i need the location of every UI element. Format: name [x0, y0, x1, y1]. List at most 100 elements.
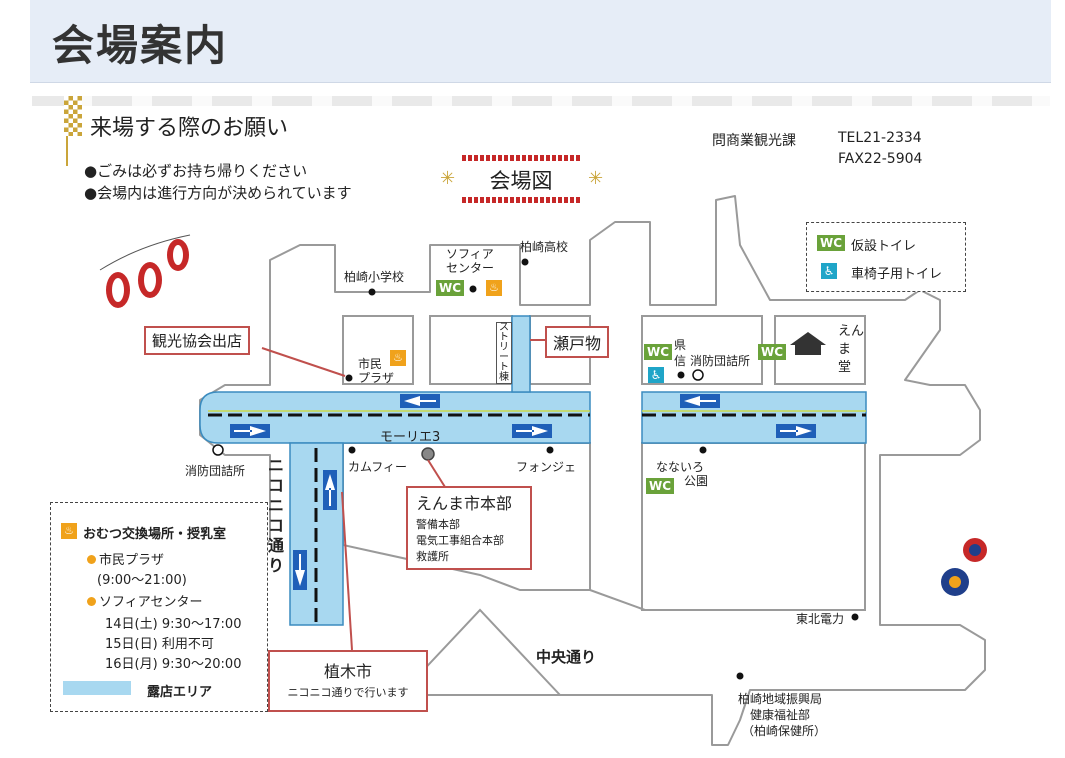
hq-marker [421, 447, 435, 461]
label-niconico-street: コ [268, 476, 285, 495]
callout-ueki: 植木市 ニコニコ通りで行います [268, 650, 428, 712]
label-sofia: ソフィア [446, 247, 494, 261]
marker-dot [851, 613, 859, 621]
label-enmado: 堂 [838, 360, 852, 375]
marker-dot [345, 374, 353, 382]
ueki-title: 植木市 [323, 662, 372, 681]
marker-dot [368, 288, 376, 296]
nursing-sofia: ソフィアセンター [87, 591, 202, 610]
label-fonje: フォンジェ [516, 460, 577, 474]
contact-fax: FAX22-5904 [838, 151, 923, 167]
road-diagonal-east [589, 589, 646, 611]
nursing-day: 16日(月) 9:30～20:00 [105, 657, 242, 672]
notice-item: ●会場内は進行方向が決められています [84, 184, 352, 202]
label-enmado: ま [838, 342, 852, 357]
contact-org: 問商業観光課 [712, 133, 796, 149]
wc-icon: WC [644, 344, 673, 360]
page-header: 会場案内 [30, 0, 1051, 83]
hq-line: 警備本部 [416, 518, 460, 531]
nursing-room-icon: ♨ [390, 350, 406, 366]
contact-tel: TEL21-2334 [838, 130, 922, 146]
sparkle-icon: ✳ [588, 168, 604, 189]
label-street-stage-text: ストリート [499, 322, 509, 373]
marker-dot [736, 672, 744, 680]
nursing-plaza: 市民プラザ [87, 549, 164, 568]
nursing-sofia-label: ソフィアセンター [99, 595, 203, 610]
map-title: 会場図 [489, 169, 553, 193]
label-plaza: プラザ [358, 371, 395, 385]
label-sofia: センター [446, 261, 495, 275]
marker-dot [699, 446, 707, 454]
legend-accessible-label: 車椅子用トイレ [851, 267, 943, 282]
label-fire-station-east: 消防団詰所 [690, 354, 751, 368]
marker-dot [469, 285, 477, 293]
callout-leader [341, 491, 353, 651]
ueki-sub: ニコニコ通りで行います [287, 686, 409, 699]
page-title: 会場案内 [52, 21, 229, 70]
callout-leader [427, 459, 446, 488]
callout-setomono: 瀬戸物 [545, 326, 610, 358]
orange-dot-icon [87, 555, 96, 564]
marker-dot [348, 446, 356, 454]
marker-dot [521, 258, 529, 266]
stall-area-street [511, 315, 531, 393]
marker-dot [677, 371, 685, 379]
notice-divider [66, 136, 68, 166]
label-tohoku-electric: 東北電力 [796, 612, 845, 626]
wheelchair-icon: ♿ [821, 263, 837, 279]
label-mall: モーリエ3 [380, 430, 441, 445]
label-pref: 県 [674, 338, 687, 352]
nursing-legend: ♨ おむつ交換場所・授乳室 市民プラザ (9:00～21:00) ソフィアセンタ… [50, 502, 268, 712]
nursing-legend-title: おむつ交換場所・授乳室 [83, 527, 227, 542]
stall-area-label: 露店エリア [147, 685, 213, 700]
label-health-office: 柏崎地域振興局 [738, 692, 823, 706]
label-niconico-street: ニ [268, 496, 285, 515]
callout-tourism: 観光協会出店 [144, 326, 251, 355]
label-nanairo: 公園 [684, 474, 709, 488]
hq-line: 電気工事組合本部 [416, 534, 504, 547]
stall-area-swatch [63, 681, 131, 695]
decoration-balls-icon [941, 538, 987, 596]
wc-icon: WC [436, 280, 465, 296]
label-central-street: 中央通り [536, 648, 597, 666]
legend-wc-label: 仮設トイレ [851, 239, 917, 254]
wc-icon: WC [758, 344, 787, 360]
checkered-ornament [64, 96, 82, 136]
label-high-school: 柏崎高校 [520, 240, 569, 254]
label-street-stage: ストリート棟 [496, 322, 512, 384]
wheelchair-icon: ♿ [648, 367, 664, 383]
label-nanairo: なないろ [656, 460, 705, 474]
map-title-badge: 会場図 [462, 155, 580, 203]
stall-area-mall-east [641, 391, 867, 444]
badge-stripe [462, 155, 580, 161]
notice-item: ●ごみは必ずお持ち帰りください [84, 162, 308, 180]
wc-icon: WC [817, 235, 846, 251]
decorative-strip [32, 96, 1050, 106]
fire-station-marker [212, 444, 224, 456]
badge-stripe [462, 197, 580, 203]
nursing-room-icon: ♨ [486, 280, 502, 296]
label-niconico-street: 通 [268, 536, 285, 555]
wc-icon: WC [646, 478, 675, 494]
one-way-arrow-icon [230, 394, 816, 590]
label-health-office: （柏崎保健所） [742, 724, 827, 738]
label-health-office: 健康福祉部 [750, 708, 811, 722]
notice-title: 来場する際のお願い [90, 116, 289, 141]
label-fire-station-west: 消防団詰所 [185, 464, 246, 478]
nursing-day: 14日(土) 9:30～17:00 [105, 617, 242, 632]
label-niconico-street: ニ [268, 456, 285, 475]
label-stage-suffix: 棟 [499, 372, 509, 383]
label-niconico-street: コ [268, 516, 285, 535]
callout-hq: えんま市本部 警備本部 電気工事組合本部 救護所 [406, 486, 532, 570]
sparkle-icon: ✳ [440, 168, 456, 189]
label-niconico-street: り [268, 556, 285, 575]
orange-dot-icon [87, 597, 96, 606]
label-plaza: 市民 [358, 357, 383, 371]
callout-leader [261, 347, 346, 377]
hq-line: 救護所 [416, 550, 449, 563]
marker-dot [546, 446, 554, 454]
label-elementary-school: 柏崎小学校 [344, 270, 405, 284]
stall-area-mall-west [199, 391, 591, 444]
label-camfy: カムフィー [348, 460, 408, 474]
